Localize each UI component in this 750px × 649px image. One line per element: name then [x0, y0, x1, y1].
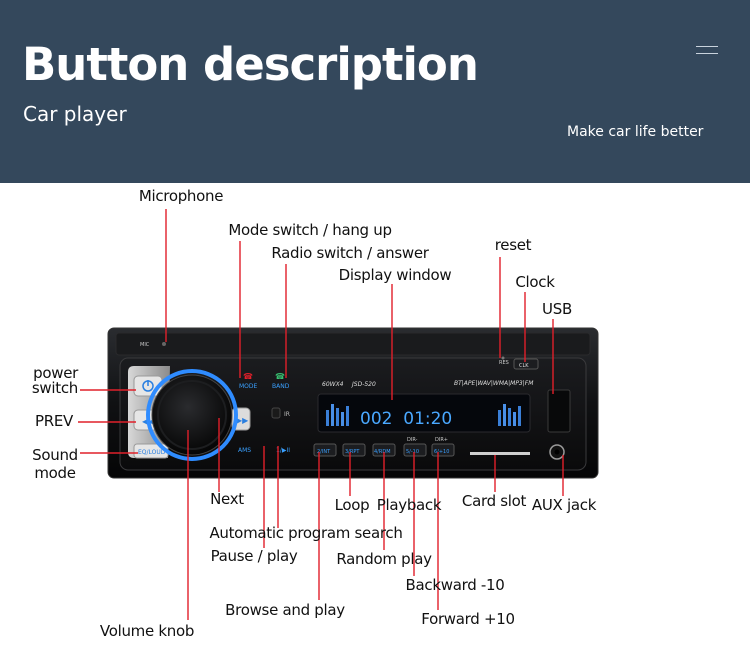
svg-text:3/RPT: 3/RPT [345, 449, 360, 455]
dir-minus-label: DIR- [407, 437, 418, 443]
label-display-window: Display window [338, 266, 452, 284]
mic-label: MIC [140, 342, 150, 348]
format-list: BT|APE|WAV|WMA|MP3|FM [454, 380, 534, 387]
label-reset: reset [494, 236, 532, 254]
tagline: Make car life better [567, 124, 704, 140]
display-window [317, 393, 531, 433]
button-5-minus10[interactable] [403, 443, 427, 457]
label-pause-play: Pause / play [210, 547, 298, 565]
spectrum-right [498, 404, 521, 426]
label-playback: Playback [376, 496, 442, 514]
page-subtitle: Car player [23, 102, 127, 126]
label-forward: Forward +10 [421, 610, 515, 628]
label-sound-line1: Sound [32, 446, 78, 464]
label-aux-jack: AUX jack [531, 496, 597, 514]
svg-text:5/-10: 5/-10 [406, 449, 419, 455]
res-label: RES [499, 360, 509, 366]
volume-knob-ring[interactable] [146, 369, 238, 461]
clk-button[interactable] [513, 358, 539, 370]
label-radio-switch: Radio switch / answer [271, 244, 429, 262]
usb-port [547, 389, 571, 433]
ams-label: AMS [238, 447, 251, 454]
model-number: JSD-520 [351, 381, 376, 388]
label-sound-line2: mode [34, 464, 76, 482]
label-browse-play: Browse and play [225, 601, 345, 619]
microphone-hole [162, 342, 166, 346]
label-power-switch: power switch [32, 366, 78, 396]
button-3-rpt[interactable] [342, 443, 366, 457]
card-slot [470, 452, 530, 455]
car-player-diagram: ◀◀ EQ/LOUD ▶▶ MIC ☎ MODE ☎ BAND IR 60WX4… [78, 209, 599, 620]
svg-text:IR: IR [284, 411, 290, 418]
label-clock: Clock [515, 273, 555, 291]
label-sound-mode: Sound mode [32, 446, 78, 482]
label-microphone: Microphone [138, 187, 224, 205]
label-next: Next [210, 490, 244, 508]
page-header: Button description Car player Make car l… [0, 0, 750, 183]
band-phone-icon: ☎ [275, 372, 285, 381]
page-title: Button description [22, 38, 479, 91]
eq-loud-label: EQ/LOUD [138, 449, 166, 456]
next-icon: ▶▶ [236, 416, 249, 425]
display-readout: 002 01:20 [360, 409, 452, 429]
mode-label: MODE [239, 383, 258, 390]
svg-text:6/+10: 6/+10 [434, 449, 449, 455]
label-backward: Backward -10 [405, 576, 505, 594]
label-power-line1: power [33, 364, 78, 382]
label-card-slot: Card slot [461, 492, 527, 510]
mode-phone-icon: ☎ [243, 372, 253, 381]
label-random-play: Random play [336, 550, 432, 568]
menu-icon[interactable] [696, 44, 718, 56]
label-volume-knob: Volume knob [99, 622, 195, 640]
label-mode-switch: Mode switch / hang up [228, 221, 392, 239]
label-auto-search: Automatic program search [209, 524, 403, 542]
band-label: BAND [272, 383, 290, 390]
callout-lines [78, 209, 564, 620]
ir-sensor [271, 407, 281, 419]
label-loop: Loop [334, 496, 370, 514]
spectrum-left [326, 404, 349, 426]
label-usb: USB [542, 300, 572, 318]
power-rating: 60WX4 [322, 381, 344, 388]
svg-text:CLK: CLK [519, 363, 529, 369]
play-pause-label: 1/▶II [276, 447, 290, 454]
svg-text:4/RDM: 4/RDM [374, 449, 391, 455]
label-power-line2: switch [31, 379, 78, 397]
head-unit-top-strip [115, 332, 591, 356]
label-prev: PREV [34, 412, 73, 430]
svg-text:2/INT: 2/INT [317, 449, 331, 455]
volume-knob[interactable] [151, 374, 233, 456]
reset-hole [501, 356, 505, 360]
dir-plus-label: DIR+ [435, 437, 448, 443]
